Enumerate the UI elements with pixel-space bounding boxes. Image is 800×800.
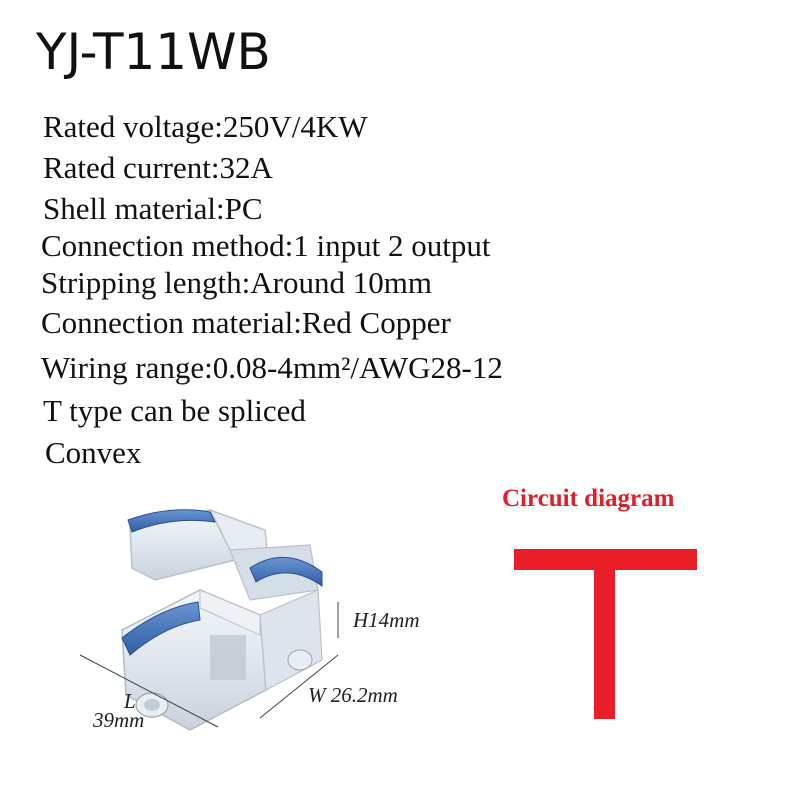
product-title: YJ-T11WB <box>36 23 271 81</box>
spec-stripping-length: Stripping length:Around 10mm <box>41 265 432 300</box>
connector-drawing <box>79 508 339 731</box>
length-dimension-label: L <box>124 689 136 713</box>
back-lever <box>127 509 216 533</box>
spec-wiring-range: Wiring range:0.08-4mm²/AWG28-12 <box>41 350 503 385</box>
spec-convex: Convex <box>45 435 142 470</box>
right-lever <box>249 557 323 587</box>
length-dimension-value: 39mm <box>93 708 145 732</box>
length-dimension-line <box>79 654 219 728</box>
circuit-diagram-title: Circuit diagram <box>502 485 675 512</box>
connector-front-body <box>121 589 323 731</box>
spec-rated-current: Rated current:32A <box>43 150 273 185</box>
spec-connection-material: Connection material:Red Copper <box>41 305 451 340</box>
width-dimension: W 26.2mm <box>308 683 398 707</box>
circuit-t-stem <box>594 549 615 719</box>
spec-t-type: T type can be spliced <box>43 393 306 428</box>
height-dimension: H14mm <box>353 608 420 632</box>
front-lever <box>121 601 201 656</box>
spec-shell-material: Shell material:PC <box>43 191 263 226</box>
width-dimension-line <box>259 654 339 719</box>
spec-rated-voltage: Rated voltage:250V/4KW <box>43 109 368 144</box>
connector-illustration <box>60 490 480 760</box>
spec-connection-method: Connection method:1 input 2 output <box>41 228 491 263</box>
